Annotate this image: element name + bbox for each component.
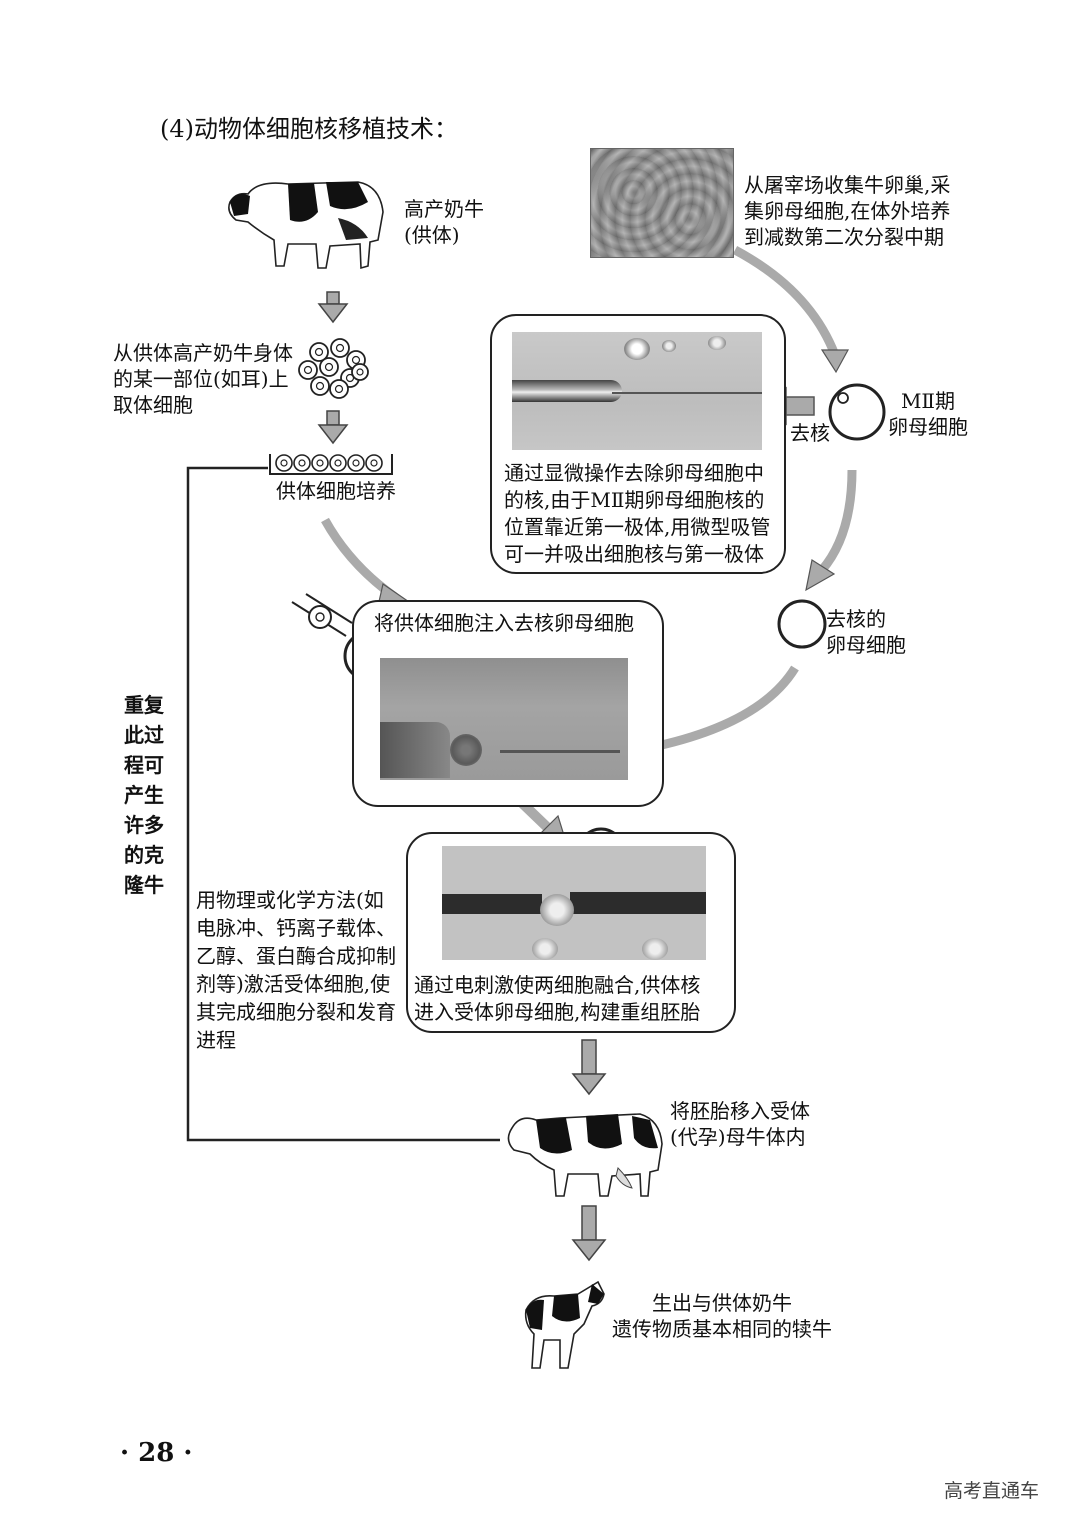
surrogate-label: 将胚胎移入受体 (代孕)母牛体内 — [670, 1099, 810, 1149]
arrow-ovary-to-oocyte — [732, 246, 840, 357]
mii-oocyte-icon — [828, 383, 886, 441]
donor-cow-image — [218, 162, 388, 274]
down-arrow-3 — [571, 1039, 607, 1096]
page-number: · 28 · — [120, 1438, 193, 1468]
calf-label: 生出与供体奶牛 遗传物质基本相同的犊牛 — [612, 1291, 832, 1341]
arrow-oocyte-to-enucleated — [818, 469, 857, 573]
watermark: 高考直通车 — [944, 1480, 1040, 1502]
surrogate-cow-image — [500, 1098, 668, 1200]
calf-image — [514, 1274, 610, 1374]
activation-note: 用物理或化学方法(如 电脉冲、钙离子载体、 乙醇、蛋白酶合成抑制 剂等)激活受体… — [196, 888, 396, 1052]
injection-pipette-icon — [291, 593, 353, 637]
culture-label: 供体细胞培养 — [276, 479, 396, 503]
fusion-text: 通过电刺激使两细胞融合,供体核 进入受体卵母细胞,构建重组胚胎 — [414, 973, 701, 1024]
section-heading: (4)动物体细胞核移植技术： — [160, 115, 458, 143]
enucleate-arrow-label: 去核 — [790, 421, 830, 445]
arrow-injection-to-fusion — [518, 799, 552, 832]
down-arrow-1 — [317, 291, 349, 324]
injection-title: 将供体细胞注入去核卵母细胞 — [374, 611, 634, 635]
ovary-text: 从屠宰场收集牛卵巢,采 集卵母细胞,在体外培养 到减数第二次分裂中期 — [744, 173, 951, 249]
repeat-loop-line — [186, 466, 500, 1142]
down-arrow-2 — [317, 410, 349, 445]
take-cells-text: 从供体高产奶牛身体 的某一部位(如耳)上 取体细胞 — [113, 341, 293, 417]
mii-oocyte-label: MⅡ期 卵母细胞 — [888, 389, 968, 439]
enucleation-card: 通过显微操作去除卵母细胞中 的核,由于MⅡ期卵母细胞核的 位置靠近第一极体,用微… — [490, 314, 786, 574]
ovary-photo — [590, 148, 734, 258]
donor-cells-icon — [298, 338, 369, 399]
injection-card: 将供体细胞注入去核卵母细胞 — [352, 600, 664, 807]
enucleation-text: 通过显微操作去除卵母细胞中 的核,由于MⅡ期卵母细胞核的 位置靠近第一极体,用微… — [504, 461, 771, 566]
arrow-enucleated-to-injection — [647, 665, 799, 753]
fusion-card: 通过电刺激使两细胞融合,供体核 进入受体卵母细胞,构建重组胚胎 — [406, 832, 736, 1033]
enucleation-photo — [512, 332, 762, 450]
culture-dish-icon — [269, 454, 393, 475]
enucleated-oocyte-icon — [777, 599, 827, 649]
repeat-note: 重复 此过 程可 产生 许多 的克 隆牛 — [124, 693, 164, 897]
enucleated-oocyte-label: 去核的 卵母细胞 — [826, 607, 906, 657]
donor-cow-label: 高产奶牛 (供体) — [404, 197, 484, 247]
down-arrow-4 — [571, 1205, 607, 1262]
fusion-photo — [442, 846, 706, 960]
injection-photo — [380, 658, 628, 780]
